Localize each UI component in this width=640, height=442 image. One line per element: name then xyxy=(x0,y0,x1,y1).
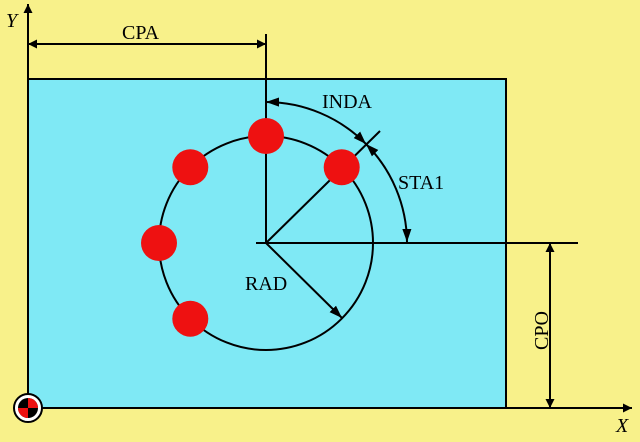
origin-marker-icon xyxy=(13,393,43,423)
cpa-label: CPA xyxy=(122,22,160,44)
radius-arrow xyxy=(265,242,343,319)
start-angle-line xyxy=(265,130,381,244)
hole-2 xyxy=(323,149,360,186)
hole-1 xyxy=(248,118,284,154)
sta1-label: STA1 xyxy=(398,172,444,194)
cpo-label: CPO xyxy=(531,311,553,350)
hole-3 xyxy=(172,149,209,186)
y-axis-label: Y xyxy=(6,10,19,32)
hole-4 xyxy=(141,225,177,261)
sta1-arc xyxy=(365,143,412,243)
holes-group xyxy=(141,118,360,337)
inda-arc xyxy=(265,97,367,145)
x-axis-label: X xyxy=(615,415,629,437)
hole-5 xyxy=(172,300,209,337)
rad-label: RAD xyxy=(245,273,287,295)
inda-label: INDA xyxy=(322,91,373,113)
